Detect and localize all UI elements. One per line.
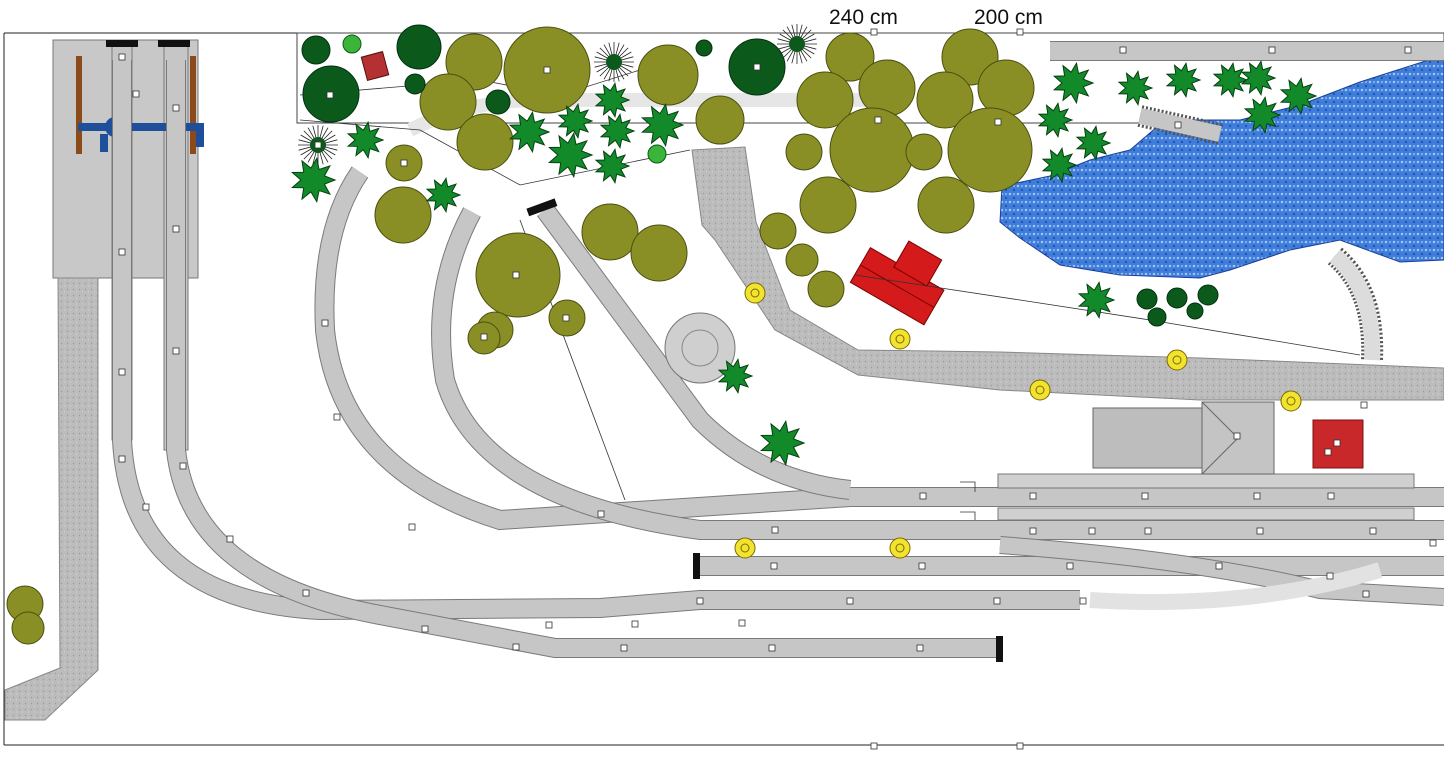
tree-icon	[630, 224, 688, 282]
street-lamp-icon	[734, 537, 756, 559]
dimension-label-200: 200 cm	[974, 6, 1043, 29]
tree-icon	[637, 44, 699, 106]
tree-icon	[557, 102, 594, 140]
tree-icon	[785, 133, 823, 171]
tree-icon	[1037, 101, 1074, 139]
road-main	[691, 146, 1444, 401]
small-hut	[360, 50, 390, 82]
road-left	[4, 277, 99, 721]
tree-icon	[456, 113, 514, 171]
tree-icon	[346, 120, 385, 160]
tree-icon	[785, 243, 819, 277]
dimension-label-240: 240 cm	[829, 6, 898, 29]
tree-icon	[425, 176, 462, 214]
tree-icon	[419, 73, 477, 131]
tree-icon	[1075, 124, 1112, 162]
tree-icon	[796, 71, 854, 129]
tree-icon	[695, 39, 713, 57]
tree-icon	[594, 81, 631, 119]
tree-icon	[1243, 95, 1282, 135]
tree-icon	[1240, 59, 1277, 97]
tree-icon	[291, 156, 337, 204]
station-building	[1092, 407, 1206, 469]
tree-icon	[760, 419, 806, 467]
street-lamp-icon	[1280, 390, 1302, 412]
tree-icon	[799, 176, 857, 234]
lake	[999, 54, 1444, 279]
tree-icon	[485, 89, 511, 115]
tree-icon	[1077, 280, 1116, 320]
tree-icon	[548, 131, 594, 179]
tree-icon	[825, 32, 875, 82]
tree-icon	[508, 110, 551, 154]
street-lamp-icon	[889, 537, 911, 559]
tree-icon	[1117, 69, 1154, 107]
tree-icon	[1212, 61, 1249, 99]
street-lamp-icon	[889, 328, 911, 350]
platform-main	[997, 473, 1415, 489]
tree-icon	[1165, 61, 1202, 99]
tree-icon	[1197, 284, 1219, 306]
tree-icon	[640, 102, 685, 148]
tree-icon	[759, 212, 797, 250]
platform-second	[997, 507, 1415, 521]
station-area	[664, 312, 1415, 521]
tree-icon	[342, 34, 362, 54]
tree-icon	[404, 73, 426, 95]
tree-icon	[777, 24, 817, 64]
tree-icon	[1186, 302, 1204, 320]
tree-icon	[396, 24, 442, 70]
tree-icon	[947, 107, 1033, 193]
tree-icon	[1041, 146, 1078, 184]
tree-icon	[807, 270, 845, 308]
tree-icon	[916, 71, 974, 129]
street-lamp-icon	[744, 282, 766, 304]
buffer-stops	[526, 198, 1003, 662]
tree-icon	[1279, 76, 1318, 116]
tree-icon	[445, 33, 503, 91]
tree-icon	[599, 112, 636, 150]
node-markers	[118, 28, 1437, 750]
tree-icon	[581, 203, 639, 261]
ghost-track	[1089, 562, 1383, 610]
track-network	[112, 41, 1444, 658]
trees	[6, 24, 1318, 645]
tree-icon	[977, 59, 1035, 117]
tree-icon	[717, 357, 754, 395]
tree-icon	[1166, 287, 1188, 309]
red-building	[849, 240, 945, 326]
tree-icon	[695, 95, 745, 145]
tree-icon	[11, 611, 45, 645]
tree-icon	[374, 186, 432, 244]
tree-icon	[1147, 307, 1167, 327]
tree-icon	[917, 176, 975, 234]
tree-icon	[594, 42, 634, 82]
tree-icon	[1052, 61, 1095, 105]
tree-icon	[905, 133, 943, 171]
tree-icon	[858, 59, 916, 117]
tree-icon	[647, 144, 667, 164]
street-lamp-icon	[1166, 349, 1188, 371]
tree-icon	[829, 107, 915, 193]
street-lamp-icon	[1029, 379, 1051, 401]
tree-icon	[1136, 288, 1158, 310]
tree-icon	[301, 35, 331, 65]
tree-icon	[594, 147, 631, 185]
street-lamps	[734, 282, 1302, 559]
